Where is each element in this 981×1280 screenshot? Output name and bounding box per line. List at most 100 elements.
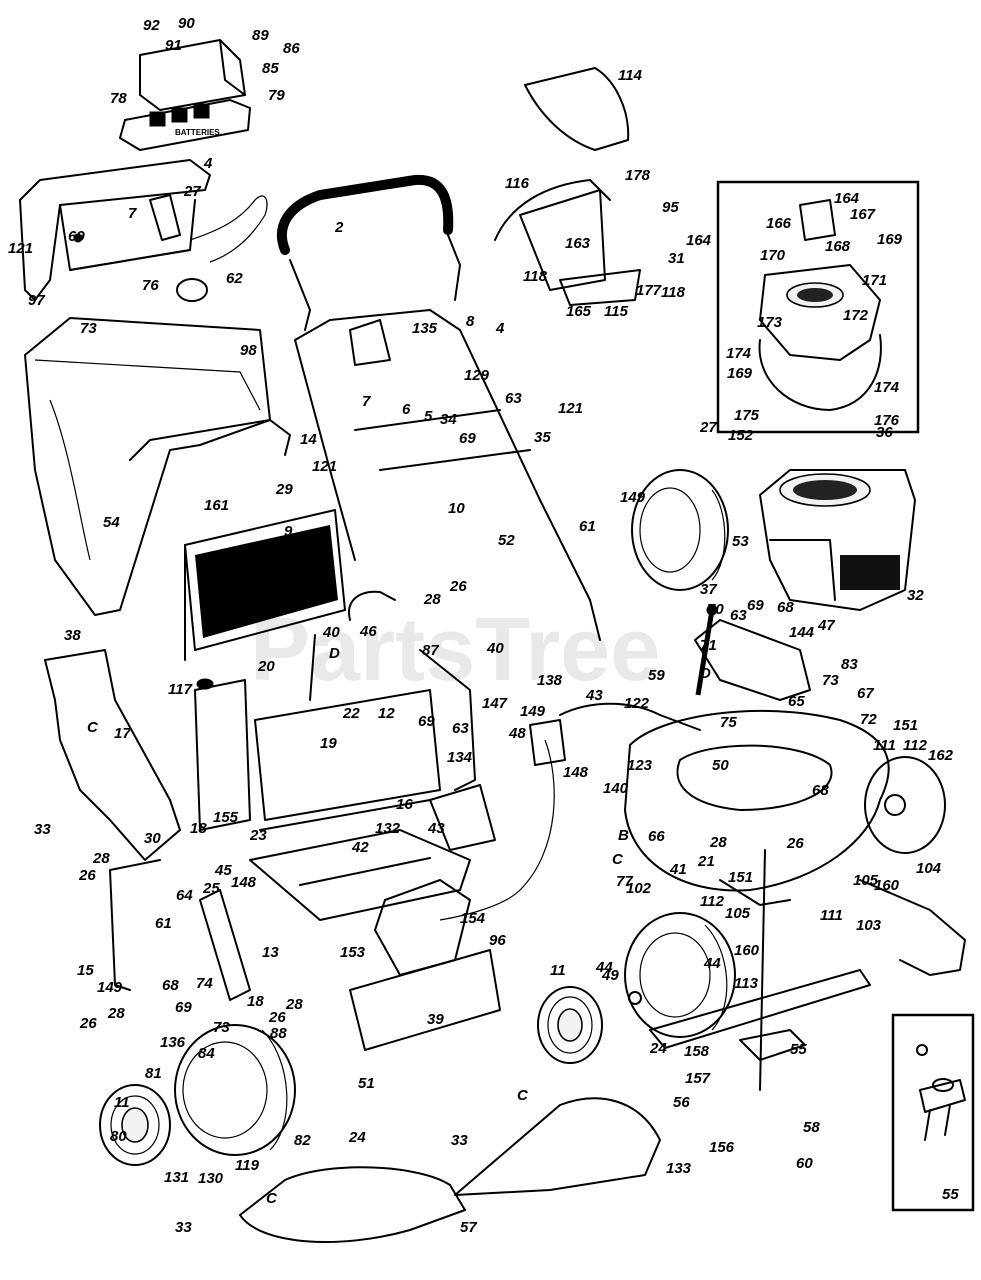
callout-7: 7 <box>362 393 371 410</box>
callout-98: 98 <box>240 342 257 359</box>
callout-111: 111 <box>820 907 843 924</box>
callout-112: 112 <box>700 893 725 910</box>
callout-153: 153 <box>340 944 366 961</box>
callout-157: 157 <box>685 1070 711 1087</box>
callout-81: 81 <box>145 1065 162 1082</box>
callout-47: 47 <box>817 617 835 634</box>
callout-152: 152 <box>728 427 754 444</box>
callout-86: 86 <box>283 40 300 57</box>
callout-26: 26 <box>79 1015 97 1032</box>
callout-169: 169 <box>877 231 903 248</box>
callout-132: 132 <box>375 820 401 837</box>
rear-left-wheel <box>174 1024 296 1156</box>
callout-172: 172 <box>843 307 869 324</box>
callout-78: 78 <box>110 90 127 107</box>
callout-69: 69 <box>747 597 764 614</box>
callout-B: B <box>618 827 629 844</box>
callout-149: 149 <box>620 489 646 506</box>
callout-70: 70 <box>707 601 724 618</box>
callout-38: 38 <box>64 627 81 644</box>
callout-65: 65 <box>788 693 805 710</box>
callout-155: 155 <box>213 809 239 826</box>
callout-77: 77 <box>616 873 633 890</box>
callout-151: 151 <box>893 717 918 734</box>
callout-156: 156 <box>709 1139 735 1156</box>
callout-90: 90 <box>178 15 195 32</box>
callout-61: 61 <box>579 518 596 535</box>
callout-13: 13 <box>262 944 279 961</box>
callout-14: 14 <box>300 431 317 448</box>
callout-148: 148 <box>563 764 589 781</box>
callout-24: 24 <box>348 1129 366 1146</box>
callout-123: 123 <box>627 757 653 774</box>
callout-28: 28 <box>423 591 441 608</box>
callout-167: 167 <box>850 206 876 223</box>
callout-118: 118 <box>523 268 548 285</box>
callout-C: C <box>517 1087 529 1104</box>
callout-80: 80 <box>110 1128 127 1145</box>
callout-11: 11 <box>114 1094 130 1111</box>
callout-26: 26 <box>786 835 804 852</box>
callout-134: 134 <box>447 749 473 766</box>
callout-25: 25 <box>202 880 220 897</box>
callout-113: 113 <box>734 975 759 992</box>
callout-41: 41 <box>669 861 687 878</box>
rear-bracket <box>254 590 476 831</box>
callout-27: 27 <box>183 183 201 200</box>
callout-27: 27 <box>699 419 717 436</box>
callout-170: 170 <box>760 247 786 264</box>
callout-95: 95 <box>662 199 679 216</box>
callout-56: 56 <box>673 1094 690 1111</box>
callout-112: 112 <box>903 737 928 754</box>
callout-83: 83 <box>841 656 858 673</box>
callout-116: 116 <box>505 175 530 192</box>
callout-140: 140 <box>603 780 629 797</box>
callout-178: 178 <box>625 167 651 184</box>
callout-160: 160 <box>734 942 760 959</box>
callout-30: 30 <box>144 830 161 847</box>
callout-16: 16 <box>396 796 413 813</box>
callout-75: 75 <box>720 714 737 731</box>
callout-26: 26 <box>449 578 467 595</box>
callout-164: 164 <box>686 232 712 249</box>
callout-135: 135 <box>412 320 438 337</box>
callout-C: C <box>266 1190 278 1207</box>
grass-bag <box>24 317 291 616</box>
callout-133: 133 <box>666 1160 692 1177</box>
callout-161: 161 <box>204 497 229 514</box>
callout-92: 92 <box>143 17 160 34</box>
callout-32: 32 <box>907 587 924 604</box>
callout-171: 171 <box>862 272 887 289</box>
callout-24: 24 <box>649 1040 667 1057</box>
callout-23: 23 <box>249 827 267 844</box>
callout-173: 173 <box>757 314 783 331</box>
callout-169: 169 <box>727 365 753 382</box>
callout-148: 148 <box>231 874 257 891</box>
callout-97: 97 <box>28 292 45 309</box>
callout-43: 43 <box>427 820 445 837</box>
control-cable <box>439 739 555 921</box>
callout-154: 154 <box>460 910 486 927</box>
callout-40: 40 <box>322 624 340 641</box>
control-panel <box>19 159 268 302</box>
callout-69: 69 <box>68 228 85 245</box>
callout-177: 177 <box>636 282 662 299</box>
callout-49: 49 <box>601 967 619 984</box>
callout-174: 174 <box>874 379 900 396</box>
top-cover <box>494 67 641 306</box>
callout-18: 18 <box>190 820 207 837</box>
inset-blade-adapter <box>891 1013 975 1212</box>
side-deflector <box>44 649 251 861</box>
callout-4: 4 <box>203 155 213 172</box>
callout-33: 33 <box>451 1132 468 1149</box>
callout-33: 33 <box>175 1219 192 1236</box>
callout-69: 69 <box>175 999 192 1016</box>
callout-88: 88 <box>270 1025 287 1042</box>
callout-11: 11 <box>550 962 566 979</box>
callout-136: 136 <box>160 1034 186 1051</box>
callout-28: 28 <box>107 1005 125 1022</box>
callout-84: 84 <box>198 1045 215 1062</box>
callout-117: 117 <box>168 681 193 698</box>
